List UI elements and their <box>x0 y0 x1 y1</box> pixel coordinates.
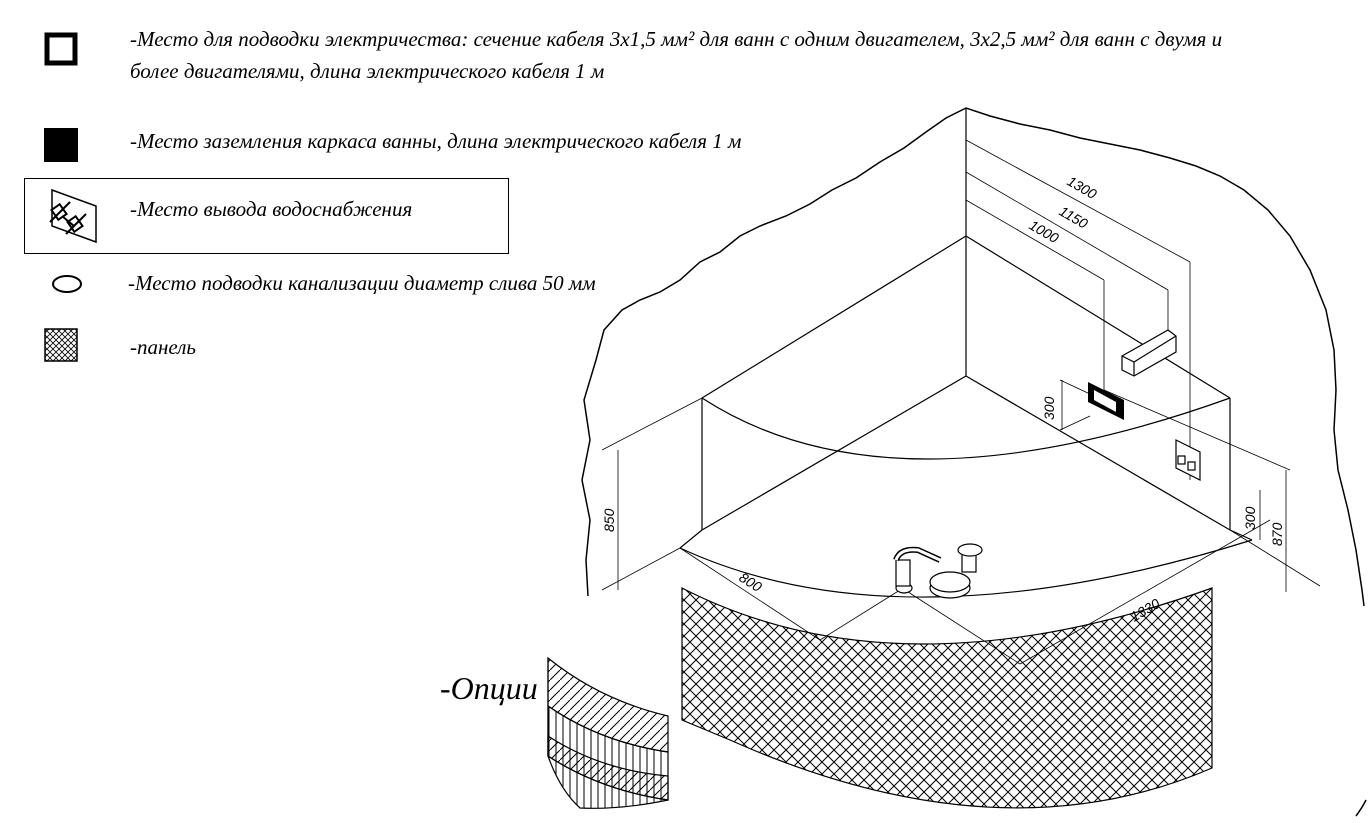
water-supply-marker <box>1175 439 1201 481</box>
panel-hatch-icon <box>44 328 78 362</box>
dim-870: 870 <box>1269 522 1285 546</box>
options-label: -Опции <box>440 670 538 706</box>
legend-electricity: -Место для подводки электричества: сечен… <box>130 27 1223 51</box>
legend-panel: -панель <box>130 335 196 359</box>
water-supply-legend-box <box>24 178 509 254</box>
dim-800: 800 <box>736 569 764 595</box>
faucet-spout <box>1121 329 1177 377</box>
wall-outline <box>581 107 1365 607</box>
drain-icon <box>50 274 84 294</box>
dim-300-left: 300 <box>1041 396 1057 420</box>
legend-water-supply: -Место вывода водоснабжения <box>130 197 413 221</box>
water-supply-icon <box>40 186 100 246</box>
options-shelf <box>547 656 669 809</box>
dim-1300: 1300 <box>1065 173 1100 203</box>
legend-drain: -Место подводки канализации диаметр слив… <box>128 271 596 295</box>
dim-1000: 1000 <box>1027 217 1062 247</box>
dim-300-right: 300 <box>1242 506 1258 530</box>
drain-fittings <box>893 543 983 599</box>
electricity-outlet-marker <box>1088 382 1124 420</box>
dim-850: 850 <box>601 508 617 532</box>
grounding-icon <box>44 128 78 162</box>
legend-grounding: -Место заземления каркаса ванны, длина э… <box>130 129 742 153</box>
front-panel <box>681 587 1213 809</box>
legend-electricity-line2: более двигателями, длина электрического … <box>130 59 605 83</box>
electricity-outlet-icon <box>44 32 78 66</box>
